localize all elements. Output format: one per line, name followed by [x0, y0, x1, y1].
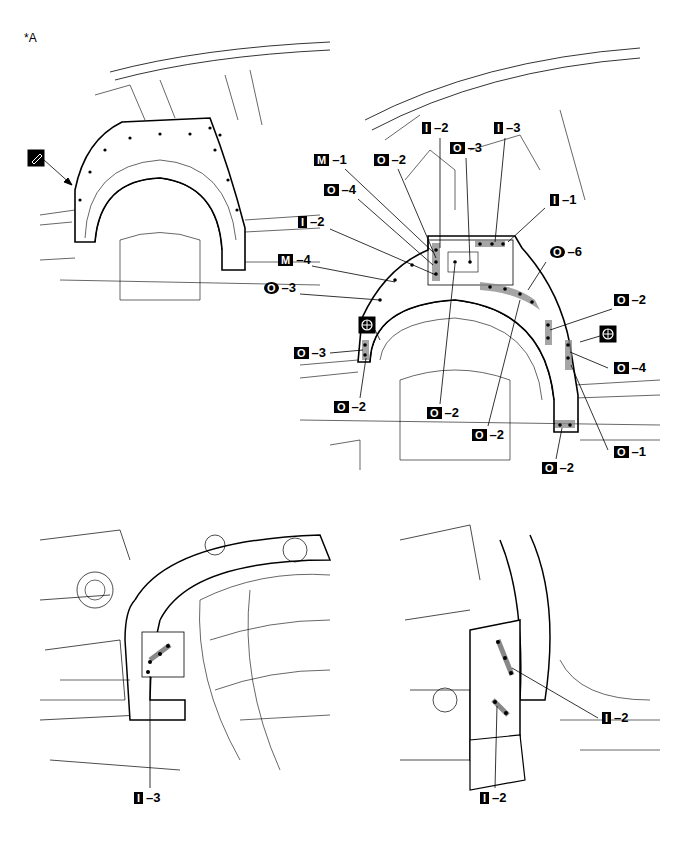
callout-number: I–2 [296, 214, 327, 230]
callout-number: O–3 [292, 345, 328, 361]
lower-left-view [40, 530, 330, 788]
callout-number: O–2 [372, 152, 408, 168]
callout-number: O–4 [322, 182, 358, 198]
right-quarter-view [300, 48, 660, 470]
callout-number: I–2 [420, 120, 451, 136]
callout-number: O–1 [612, 444, 648, 460]
callout-number: O–6 [548, 244, 584, 260]
callout-number: I–2 [600, 710, 631, 726]
callout-number: O–4 [612, 360, 648, 376]
callout-number: O–2 [470, 427, 506, 443]
callout-number: O–2 [540, 460, 576, 476]
lower-right-view [400, 525, 660, 790]
callout-number: O–2 [425, 405, 461, 421]
callout-number: M–1 [312, 152, 349, 168]
leader-lines [300, 138, 612, 459]
callout-number: I–3 [132, 790, 163, 806]
callout-number: M–4 [276, 252, 313, 268]
callout-number: O–3 [262, 280, 298, 296]
callout-number: O–2 [332, 399, 368, 415]
callout-number: I–3 [492, 120, 523, 136]
callout-number: O–3 [448, 140, 484, 156]
callout-number: O–2 [612, 292, 648, 308]
left-quarter-view [28, 42, 330, 300]
callout-number: I–1 [548, 192, 579, 208]
callout-number: I–2 [478, 790, 509, 806]
view-label: *A [22, 30, 39, 46]
